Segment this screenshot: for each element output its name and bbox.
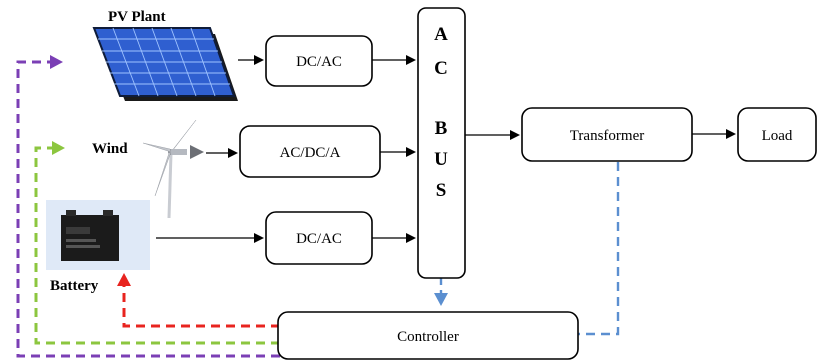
wind-label: Wind — [92, 141, 128, 157]
wind-converter-label: AC/DC/A — [280, 145, 341, 161]
blue-control-line — [578, 162, 620, 336]
transformer-label: Transformer — [570, 128, 644, 144]
load-box — [737, 107, 817, 162]
pv-converter-box — [265, 35, 373, 87]
bus-letter-3: B — [435, 118, 448, 139]
controller-label: Controller — [397, 329, 459, 345]
pv-plant-label: PV Plant — [108, 9, 166, 25]
control-lines — [16, 55, 620, 358]
battery-label: Battery — [50, 278, 99, 294]
bus-letter-2: C — [434, 58, 448, 79]
load-label: Load — [762, 128, 793, 144]
bus-letter-1: A — [434, 24, 448, 45]
controller-box — [277, 311, 579, 360]
green-control-line — [34, 141, 280, 345]
bus-letter-5: S — [436, 180, 447, 201]
battery-converter-label: DC/AC — [296, 231, 342, 247]
red-control-line — [117, 273, 280, 328]
pv-panel-icon — [92, 27, 238, 101]
bus-letter-4: U — [434, 149, 448, 170]
ac-bus-box — [417, 7, 466, 279]
wind-turbine-icon — [142, 119, 204, 219]
purple-control-line — [16, 55, 280, 358]
pv-converter-label: DC/AC — [296, 54, 342, 70]
battery-icon — [46, 200, 150, 270]
